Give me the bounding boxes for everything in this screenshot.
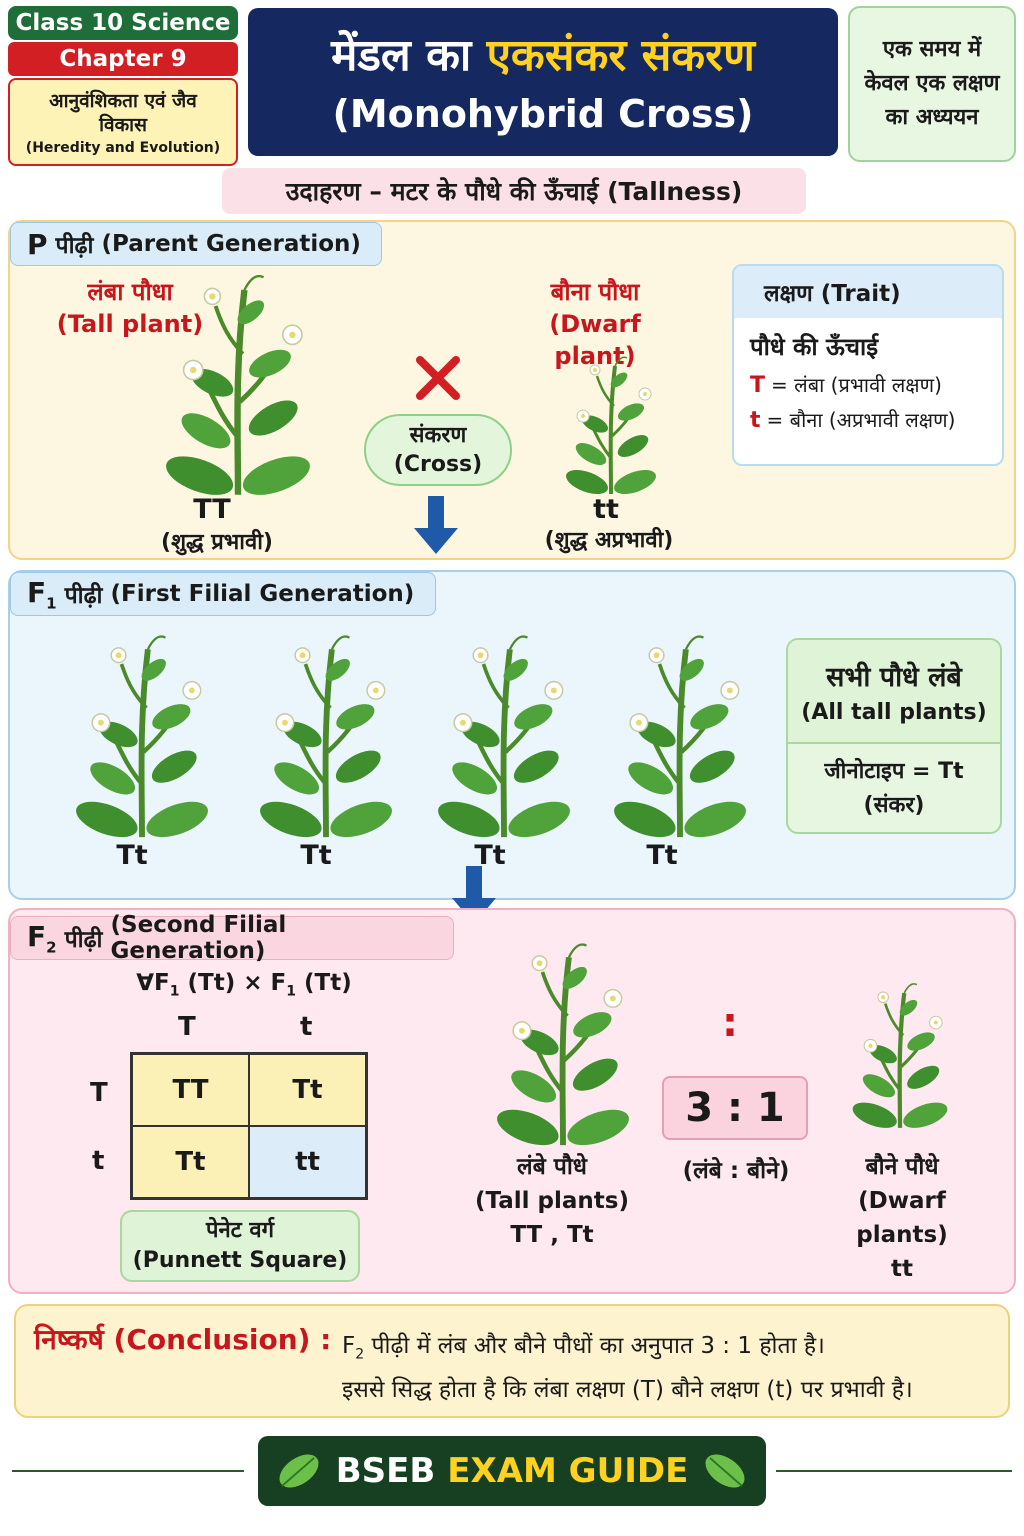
punnett-cell: TT	[132, 1054, 249, 1126]
ratio-colon: :	[722, 1000, 738, 1046]
trait-row-recessive: t= बौना (अप्रभावी लक्षण)	[750, 408, 956, 433]
punnett-cell: tt	[249, 1126, 366, 1198]
conclusion-line-1: F2 पीढ़ी में लंब और बौने पौधों का अनुपात…	[342, 1333, 825, 1363]
f1-info-box: सभी पौधे लंबे (All tall plants) जीनोटाइप…	[786, 638, 1002, 834]
f2-generation-heading: F2 पीढ़ी (Second Filial Generation)	[10, 912, 454, 964]
p-hindi: पीढ़ी	[55, 233, 94, 259]
footer-divider	[776, 1470, 1012, 1472]
f2-tall-label: लंबे पौधे (Tall plants) TT , Tt	[475, 1154, 629, 1248]
dwarf-desc: (शुद्ध अप्रभावी)	[544, 528, 674, 553]
f1-plant-icon	[246, 620, 406, 840]
title-plain: मेंडल का	[331, 30, 472, 81]
punnett-row-header: T	[90, 1078, 108, 1108]
arrow-down-icon	[414, 496, 458, 554]
f1-plant-icon	[62, 620, 222, 840]
trait-name: पौधे की ऊँचाई	[750, 333, 879, 361]
leaf-icon	[705, 1454, 745, 1488]
punnett-row-header: t	[92, 1146, 105, 1176]
dwarf-genotype: tt	[593, 494, 619, 525]
dwarf-pea-plant-icon	[560, 355, 662, 496]
f1-plant-icon	[600, 620, 760, 840]
cross-icon	[416, 356, 460, 400]
trait-box: लक्षण (Trait) पौधे की ऊँचाई T= लंबा (प्र…	[732, 264, 1004, 466]
conclusion-box: निष्कर्ष (Conclusion) : F2 पीढ़ी में लंब…	[14, 1304, 1010, 1418]
example-strip: उदाहरण – मटर के पौधे की ऊँचाई (Tallness)	[222, 168, 806, 214]
f1-generation-heading: F1 पीढ़ी (First Filial Generation)	[10, 572, 436, 616]
punnett-square: TT Tt Tt tt	[130, 1052, 368, 1200]
trait-heading: लक्षण (Trait)	[734, 266, 1002, 318]
footer-brand: BSEB EXAM GUIDE	[258, 1436, 766, 1506]
punnett-col-header: t	[300, 1012, 313, 1042]
f2-dwarf-plant-icon	[840, 972, 960, 1130]
f2-cross-equation: ∀F1 (Tt) × F1 (Tt)	[136, 970, 352, 1000]
footer-divider	[12, 1470, 244, 1472]
unit-english: (Heredity and Evolution)	[25, 139, 221, 156]
ratio-desc: (लंबे : बौने)	[682, 1158, 790, 1184]
footer-part-2: EXAM GUIDE	[447, 1451, 689, 1491]
f2-tall-plant-icon	[478, 928, 648, 1148]
tall-pea-plant-icon	[138, 258, 338, 498]
punnett-cell: Tt	[249, 1054, 366, 1126]
p-generation-heading: P पीढ़ी (Parent Generation)	[10, 222, 382, 266]
tall-plant-label: लंबा पौधा (Tall plant)	[56, 278, 204, 338]
f1-plant-genotype: Tt	[116, 840, 148, 871]
note-box: एक समय में केवल एक लक्षण का अध्ययन	[848, 6, 1016, 162]
f1-plant-genotype: Tt	[300, 840, 332, 871]
cross-label: संकरण (Cross)	[364, 414, 512, 486]
chapter-badge: Chapter 9	[8, 42, 238, 76]
p-english: (Parent Generation)	[101, 231, 361, 257]
f1-plant-genotype: Tt	[474, 840, 506, 871]
ratio-box: 3 : 1	[662, 1076, 808, 1140]
f1-plant-icon	[424, 620, 584, 840]
punnett-col-header: T	[178, 1012, 196, 1042]
class-badge: Class 10 Science	[8, 6, 238, 40]
dwarf-plant-label: बौना पौधा (Dwarf plant)	[549, 278, 641, 370]
tall-genotype: TT	[193, 494, 231, 525]
page-title: मेंडल का एकसंकर संकरण (Monohybrid Cross)	[248, 8, 838, 156]
unit-hindi: आनुवंशिकता एवं जैव विकास	[49, 89, 197, 136]
trait-row-dominant: T= लंबा (प्रभावी लक्षण)	[750, 373, 942, 398]
punnett-label: पेनेट वर्ग (Punnett Square)	[120, 1210, 360, 1282]
title-highlight: एकसंकर संकरण	[486, 30, 755, 81]
f2-dwarf-label: बौने पौधे (Dwarf plants) tt	[856, 1154, 948, 1282]
unit-badge: आनुवंशिकता एवं जैव विकास (Heredity and E…	[8, 78, 238, 166]
leaf-icon	[279, 1454, 319, 1488]
conclusion-line-2: इससे सिद्ध होता है कि लंबा लक्षण (T) बौन…	[342, 1377, 913, 1403]
footer-part-1: BSEB	[335, 1451, 436, 1491]
conclusion-title: निष्कर्ष (Conclusion) :	[34, 1323, 332, 1356]
tall-desc: (शुद्ध प्रभावी)	[161, 530, 273, 555]
punnett-cell: Tt	[132, 1126, 249, 1198]
title-english: (Monohybrid Cross)	[332, 92, 754, 136]
f1-plant-genotype: Tt	[646, 840, 678, 871]
p-letter: P	[27, 227, 48, 261]
